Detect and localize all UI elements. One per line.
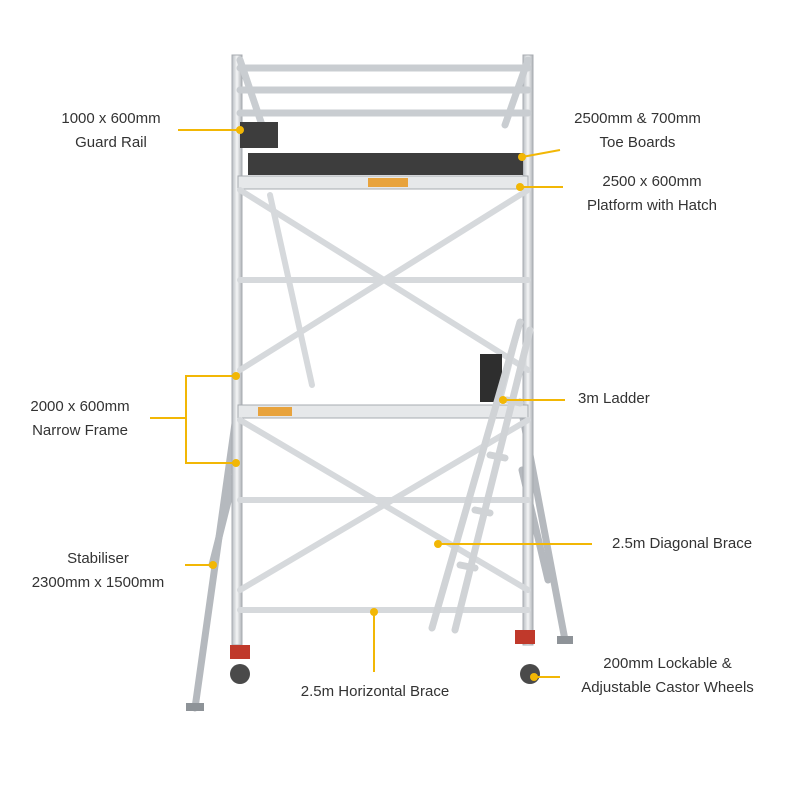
lower-bracing <box>237 417 531 613</box>
label-narrow-frame-size: 2000 x 600mm <box>30 398 130 415</box>
label-toe-boards-name: Toe Boards <box>599 134 676 151</box>
label-guard-rail: 1000 x 600mm Guard Rail <box>46 107 176 155</box>
label-ladder-name: 3m Ladder <box>578 390 650 407</box>
upper-bracing <box>237 187 531 403</box>
label-castor-wheels: 200mm Lockable & Adjustable Castor Wheel… <box>555 652 780 700</box>
callout-lines <box>150 129 592 678</box>
label-horizontal-brace-name: 2.5m Horizontal Brace <box>300 683 450 700</box>
label-stabiliser-size: 2300mm x 1500mm <box>31 574 165 591</box>
guard-rail <box>236 56 532 129</box>
platform-top-sticker <box>368 178 408 187</box>
label-guard-rail-name: Guard Rail <box>75 134 147 151</box>
label-diagonal-brace: 2.5m Diagonal Brace <box>612 532 792 556</box>
label-toe-boards-size: 2500mm & 700mm <box>574 110 701 127</box>
label-stabiliser-name: Stabiliser <box>67 550 129 567</box>
guard-rail-hatch-plate <box>240 122 278 148</box>
label-guard-rail-size: 1000 x 600mm <box>61 110 161 127</box>
label-platform-name: Platform with Hatch <box>586 197 718 214</box>
platform-middle-sticker <box>258 407 292 416</box>
label-castor-wheels-size: 200mm Lockable & <box>603 655 732 672</box>
label-stabiliser: Stabiliser 2300mm x 1500mm <box>8 547 188 595</box>
label-platform: 2500 x 600mm Platform with Hatch <box>562 170 742 218</box>
label-diagonal-brace-name: 2.5m Diagonal Brace <box>612 535 753 552</box>
toe-board <box>248 153 523 175</box>
platform-middle <box>237 404 529 419</box>
stabiliser-foot-left <box>186 703 204 711</box>
stabiliser-foot-right <box>557 636 573 644</box>
label-toe-boards: 2500mm & 700mm Toe Boards <box>550 107 725 155</box>
label-narrow-frame-name: Narrow Frame <box>32 422 128 439</box>
label-horizontal-brace: 2.5m Horizontal Brace <box>285 680 465 704</box>
castor-wheels <box>230 630 540 684</box>
label-narrow-frame: 2000 x 600mm Narrow Frame <box>10 395 150 443</box>
label-castor-wheels-name: Adjustable Castor Wheels <box>581 679 754 696</box>
ladder-hook-plate <box>480 354 502 402</box>
label-ladder: 3m Ladder <box>578 387 698 411</box>
ladder <box>428 318 534 634</box>
callout-dots <box>209 126 538 681</box>
label-platform-size: 2500 x 600mm <box>602 173 702 190</box>
